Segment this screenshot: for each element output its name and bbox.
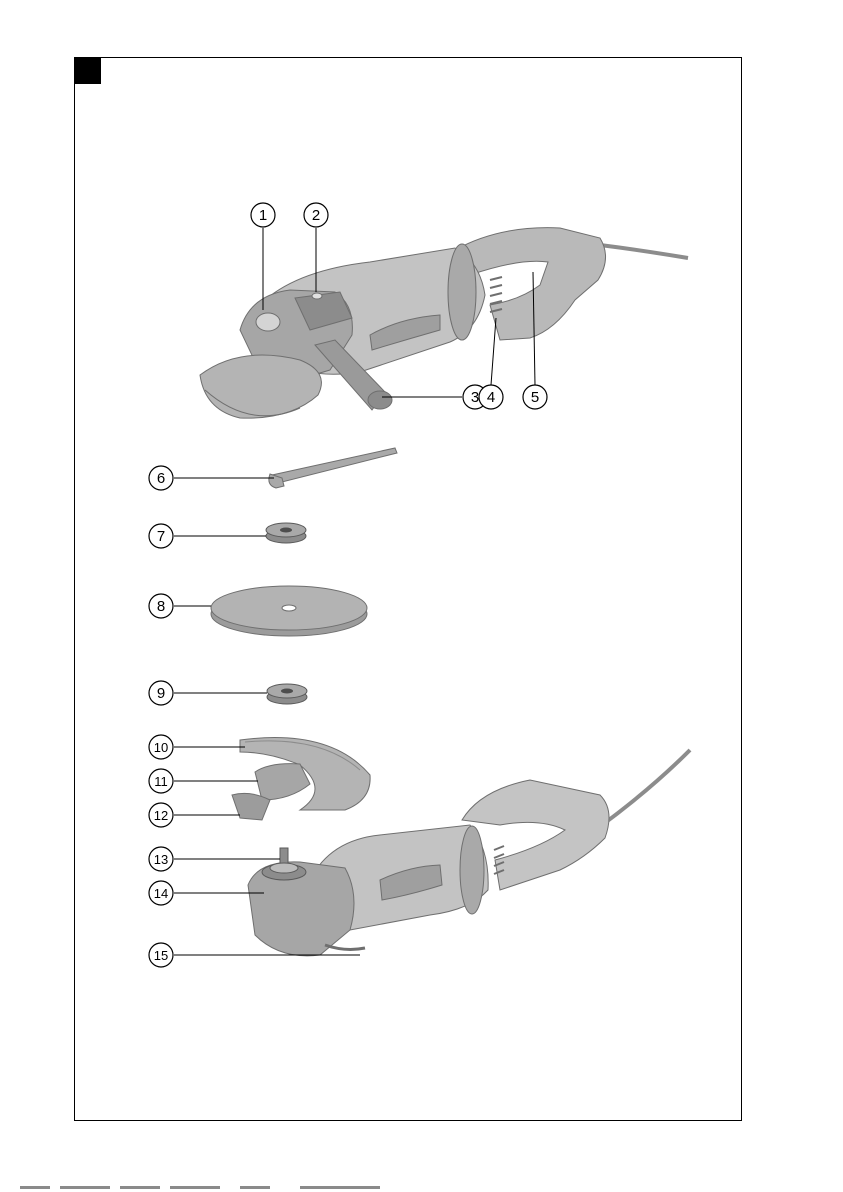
spanner-wrench [269, 448, 397, 488]
callout-12-label: 12 [154, 808, 168, 823]
angle-grinder-top [200, 228, 688, 418]
callout-10-label: 10 [154, 740, 168, 755]
callout-7-label: 7 [157, 528, 165, 545]
callout-8-label: 8 [157, 598, 165, 615]
callout-6: 6 [149, 466, 173, 490]
callout-4-label: 4 [487, 389, 495, 406]
callout-7: 7 [149, 524, 173, 548]
callout-9: 9 [149, 681, 173, 705]
callout-15: 15 [149, 943, 173, 967]
callout-12: 12 [149, 803, 173, 827]
callout-2: 2 [304, 203, 328, 227]
callout-15-label: 15 [154, 948, 168, 963]
callout-9-label: 9 [157, 685, 165, 702]
callout-13-label: 13 [154, 852, 168, 867]
callout-14: 14 [149, 881, 173, 905]
callout-3-label: 3 [471, 389, 479, 406]
callout-8: 8 [149, 594, 173, 618]
callout-13: 13 [149, 847, 173, 871]
callout-4: 4 [479, 385, 503, 409]
callout-10: 10 [149, 735, 173, 759]
footer-print-marks [0, 1186, 843, 1192]
callout-11: 11 [149, 769, 173, 793]
callout-1-label: 1 [259, 207, 267, 224]
callout-5-label: 5 [531, 389, 539, 406]
callout-5: 5 [523, 385, 547, 409]
callout-11-label: 11 [154, 774, 168, 789]
callout-14-label: 14 [154, 886, 168, 901]
clamping-nut [266, 523, 306, 543]
callout-2-label: 2 [312, 207, 320, 224]
protective-guard [232, 738, 370, 820]
callout-6-label: 6 [157, 470, 165, 487]
support-flange [267, 684, 307, 704]
grinding-disc [211, 586, 367, 636]
callout-1: 1 [251, 203, 275, 227]
